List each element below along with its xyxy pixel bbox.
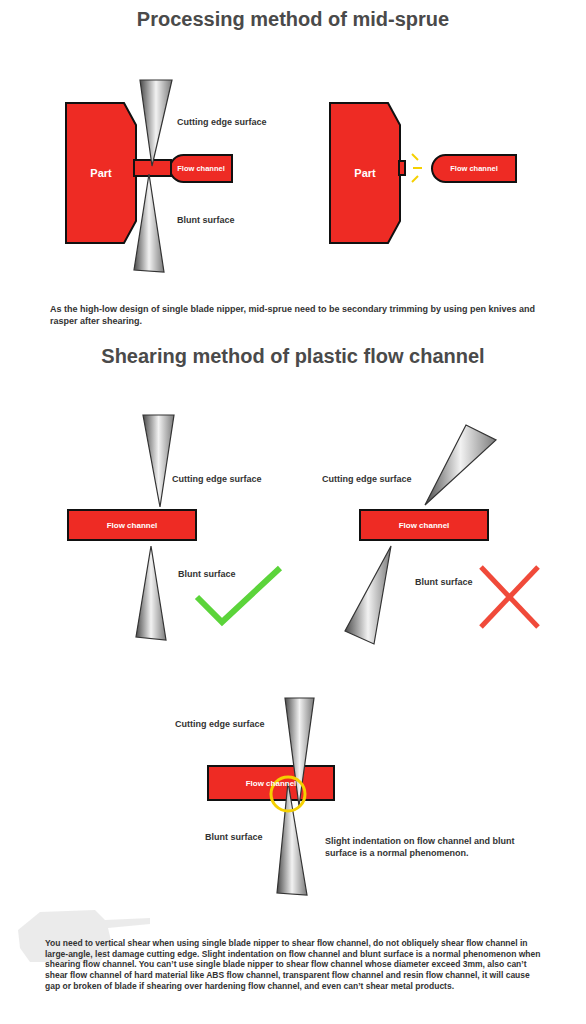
blade-label: Blunt surface — [205, 832, 263, 842]
blade-lower-oblique — [345, 546, 391, 644]
flow-channel-shape — [170, 155, 232, 182]
flow-channel: Flow channel — [68, 510, 196, 540]
blade-label: Cutting edge surface — [172, 474, 262, 484]
body-text: As the high-low design of single blade n… — [50, 304, 540, 327]
node-label: Flow channel — [177, 164, 225, 173]
blade-label: Cutting edge surface — [322, 474, 412, 484]
flow-channel-shape — [432, 155, 516, 182]
flow-channel-shape — [360, 510, 488, 540]
blade-label: Blunt surface — [178, 569, 236, 579]
body-text: You need to vertical shear when using si… — [45, 938, 545, 991]
blade-lower — [134, 174, 164, 272]
node-label: Flow channel — [246, 779, 297, 788]
section-heading: Shearing method of plastic flow channel — [0, 345, 586, 368]
node-label: Part — [90, 167, 111, 179]
part-block: Part — [66, 103, 136, 243]
blade-upper-oblique — [425, 425, 496, 505]
blade-upper — [140, 80, 172, 166]
flow-channel-shape — [68, 510, 196, 540]
sprue-stub — [399, 161, 405, 175]
page-title: Processing method of mid-sprue — [0, 8, 586, 31]
node-label: Part — [354, 167, 375, 179]
blade-upper — [143, 415, 174, 507]
part-block: Part — [330, 103, 400, 243]
flow-channel: Flow channel — [208, 766, 334, 800]
note-text: Slight indentation on flow channel and b… — [325, 836, 525, 859]
node-label: Flow channel — [399, 521, 450, 530]
blade-label: Blunt surface — [177, 215, 235, 225]
flow-channel: Flow channel — [170, 155, 232, 182]
blade-label: Blunt surface — [415, 577, 473, 587]
spark-lines — [412, 154, 422, 182]
blade-lower — [277, 782, 307, 895]
blade-lower — [136, 546, 166, 640]
blade-label: Cutting edge surface — [175, 719, 265, 729]
flow-channel: Flow channel — [360, 510, 488, 540]
node-label: Flow channel — [107, 521, 158, 530]
blade-label: Cutting edge surface — [177, 117, 267, 127]
flow-channel: Flow channel — [432, 155, 516, 182]
node-label: Flow channel — [450, 164, 498, 173]
part-block-shape — [66, 103, 136, 243]
part-block-shape — [330, 103, 400, 243]
cross-mark — [481, 567, 538, 627]
